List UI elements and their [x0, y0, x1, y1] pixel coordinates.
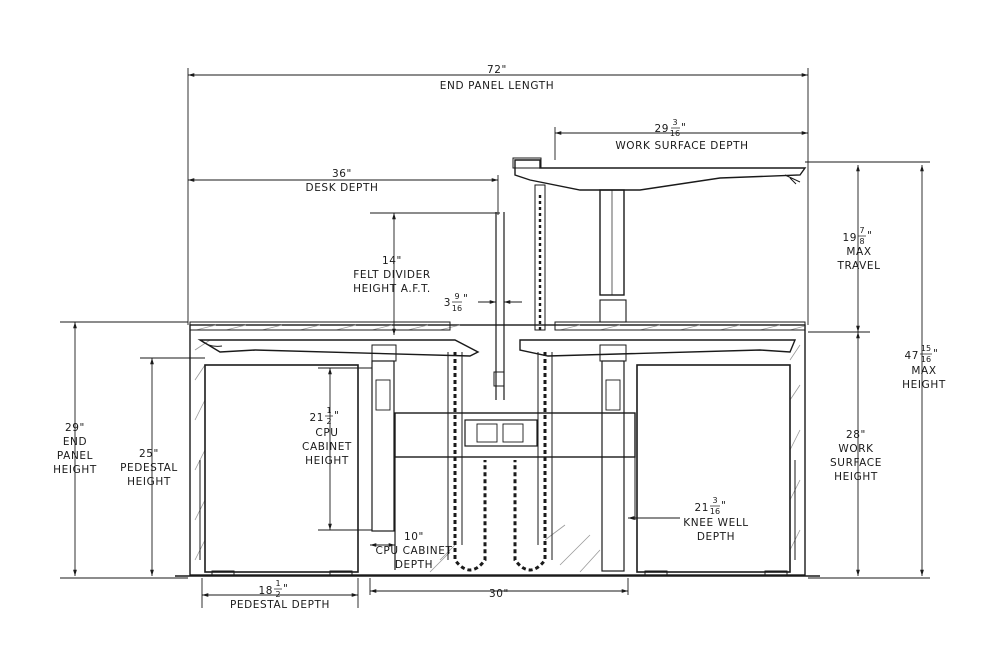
svg-text:": ": [681, 122, 686, 134]
divider-gap-value: 3 9 16 ": [444, 292, 468, 313]
svg-text:29: 29: [654, 123, 669, 135]
end-panel-height-label-1: END: [63, 436, 87, 448]
cpu-cabinet-depth-value: 10": [404, 531, 424, 543]
svg-text:": ": [283, 583, 288, 595]
desk-depth-value: 36": [332, 168, 352, 180]
svg-text:3: 3: [672, 118, 677, 127]
end-panel-height-label-3: HEIGHT: [53, 464, 97, 476]
desk-depth-label: DESK DEPTH: [306, 182, 379, 194]
max-travel-label-1: MAX: [846, 246, 871, 258]
svg-text:9: 9: [454, 292, 459, 301]
knee-span-value: 30": [489, 588, 509, 600]
end-panel-height-value: 29": [65, 422, 85, 434]
work-surface-depth-value: 29 3 16 ": [654, 118, 686, 138]
svg-text:18: 18: [258, 585, 273, 597]
svg-text:3: 3: [444, 297, 451, 309]
pedestal-depth-value: 18 1 2 ": [258, 579, 288, 599]
max-travel-label-2: TRAVEL: [836, 260, 880, 272]
svg-text:2: 2: [326, 417, 331, 426]
work-surface-height-label-1: WORK: [838, 443, 874, 455]
left-pedestal: [199, 364, 359, 577]
end-panel-length-value: 72": [487, 64, 507, 76]
dimension-labels: 72" END PANEL LENGTH 29 3 16 " WORK SURF…: [53, 64, 946, 611]
center-beam: [394, 412, 636, 570]
cpu-cabinet-depth-label-2: DEPTH: [395, 559, 433, 571]
svg-text:": ": [721, 500, 726, 512]
work-surface-depth-label: WORK SURFACE DEPTH: [615, 140, 748, 152]
svg-text:16: 16: [710, 507, 720, 516]
svg-text:8: 8: [859, 237, 864, 246]
right-pedestal: [636, 364, 796, 577]
pedestal-height-value: 25": [139, 448, 159, 460]
svg-text:1: 1: [275, 579, 280, 588]
felt-divider-label-2: HEIGHT A.F.T.: [353, 283, 431, 295]
left-work-surface: [197, 339, 480, 532]
max-travel-value: 19 7 8 ": [842, 226, 872, 246]
svg-text:": ": [463, 293, 468, 305]
work-surface-height-label-2: SURFACE: [830, 457, 882, 469]
pedestal-height-label-2: HEIGHT: [127, 476, 171, 488]
svg-text:47: 47: [904, 350, 919, 362]
work-surface-height-label-3: HEIGHT: [834, 471, 878, 483]
svg-text:19: 19: [842, 232, 857, 244]
max-height-label-2: HEIGHT: [902, 379, 946, 391]
dimension-lines: [60, 68, 930, 608]
max-height-label-1: MAX: [911, 365, 936, 377]
svg-text:21: 21: [309, 412, 324, 424]
felt-divider: [493, 212, 505, 400]
cpu-cabinet-height-value: 21 1 2 ": [309, 406, 339, 426]
svg-text:": ": [933, 348, 938, 360]
max-height-value: 47 15 16 ": [904, 344, 938, 364]
svg-text:16: 16: [670, 129, 680, 138]
pedestal-depth-label: PEDESTAL DEPTH: [230, 599, 330, 611]
end-panel-height-label-2: PANEL: [57, 450, 93, 462]
svg-text:": ": [334, 410, 339, 422]
svg-text:15: 15: [921, 344, 931, 353]
svg-text:16: 16: [452, 304, 462, 313]
svg-text:1: 1: [326, 406, 331, 415]
end-panel-length-label: END PANEL LENGTH: [440, 80, 554, 92]
svg-text:": ": [867, 230, 872, 242]
cpu-cabinet-height-label-3: HEIGHT: [305, 455, 349, 467]
cpu-cabinet-height-label-1: CPU: [315, 427, 338, 439]
svg-text:7: 7: [859, 226, 864, 235]
knee-well-depth-label-1: KNEE WELL: [683, 517, 748, 529]
cpu-cabinet-depth-label-1: CPU CABINET: [375, 545, 452, 557]
raised-work-surface: [512, 157, 807, 331]
pedestal-height-label-1: PEDESTAL: [120, 462, 178, 474]
knee-well-depth-label-2: DEPTH: [697, 531, 735, 543]
cpu-cabinet-height-label-2: CABINET: [302, 441, 352, 453]
work-surface-height-value: 28": [846, 429, 866, 441]
svg-text:2: 2: [275, 590, 280, 599]
svg-text:16: 16: [921, 355, 931, 364]
felt-divider-value: 14": [382, 255, 402, 267]
knee-well-depth-value: 21 3 16 ": [694, 496, 726, 516]
right-work-surface: [519, 299, 797, 572]
felt-divider-label-1: FELT DIVIDER: [353, 269, 431, 281]
svg-text:3: 3: [712, 496, 717, 505]
svg-text:21: 21: [694, 502, 709, 514]
cable-chains: [447, 195, 553, 572]
